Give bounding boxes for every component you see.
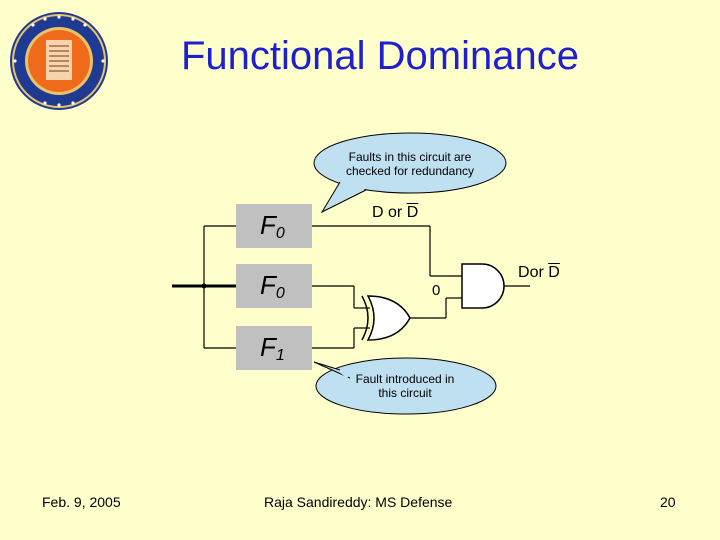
signal-top-line: D or D xyxy=(372,204,419,221)
box-label-f1-bottom: F1 xyxy=(260,332,285,364)
box-f1-bottom xyxy=(236,326,312,370)
and-gate xyxy=(461,263,505,309)
footer-date: Feb. 9, 2005 xyxy=(42,494,121,510)
callout-top-text: Faults in this circuit are checked for r… xyxy=(345,150,475,178)
auburn-seal-logo xyxy=(10,12,108,110)
callout-top xyxy=(313,132,507,214)
footer-author: Raja Sandireddy: MS Defense xyxy=(264,494,453,510)
box-label-f0-mid: F0 xyxy=(260,270,285,302)
callout-bottom xyxy=(313,357,497,415)
signal-output: Dor D xyxy=(518,264,560,281)
box-f0-top xyxy=(236,204,312,248)
box-label-f0-top: F0 xyxy=(260,210,285,242)
box-f0-mid xyxy=(236,264,312,308)
signal-zero: 0 xyxy=(432,282,441,299)
xor-gate xyxy=(361,295,411,341)
footer-page-number: 20 xyxy=(660,494,676,510)
callout-bottom-text: Fault introduced in this circuit xyxy=(355,372,455,400)
slide-title: Functional Dominance xyxy=(181,34,579,78)
